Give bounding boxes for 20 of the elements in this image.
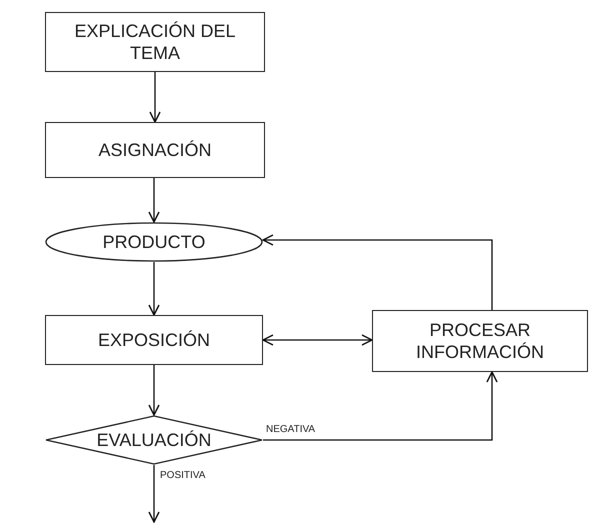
node-label: EVALUACIÓN — [96, 429, 212, 451]
decision-diamond — [45, 415, 263, 465]
process-box — [372, 310, 588, 372]
terminal-ellipse — [45, 222, 263, 262]
node-label: EXPLICACIÓN DEL TEMA — [73, 20, 237, 64]
arrow — [262, 234, 493, 310]
arrow — [148, 262, 160, 316]
process-box — [45, 12, 265, 72]
node-label: EXPOSICIÓN — [96, 329, 212, 351]
arrow — [262, 334, 373, 346]
arrow — [148, 178, 160, 223]
arrow — [263, 371, 498, 441]
process-box — [45, 122, 265, 178]
node-label: PRODUCTO — [102, 231, 206, 253]
arrow — [149, 72, 161, 123]
process-box — [45, 315, 263, 365]
arrow — [148, 465, 160, 523]
arrow — [148, 365, 160, 416]
node-label: ASIGNACIÓN — [97, 139, 213, 161]
node-label: PROCESAR INFORMACIÓN — [415, 319, 545, 363]
